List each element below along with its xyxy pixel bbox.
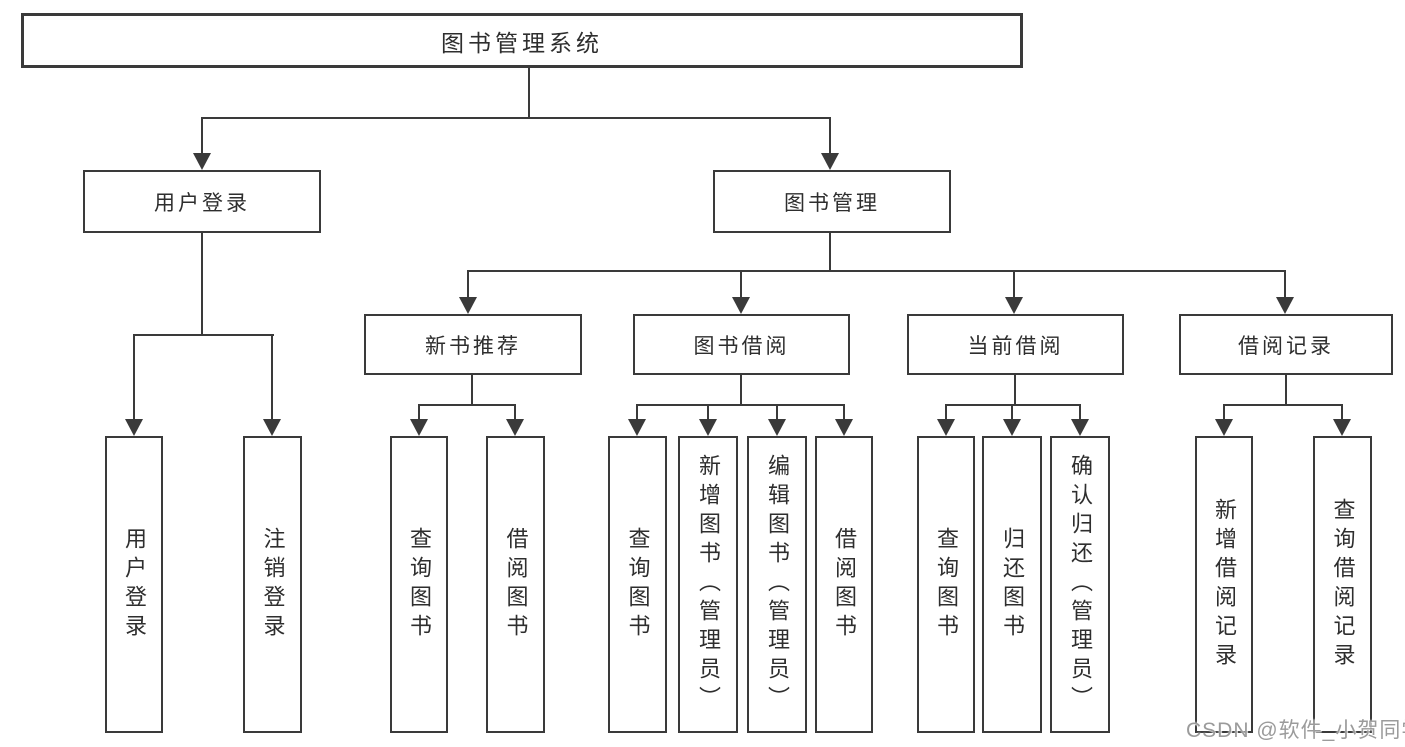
node-book-borrowing: 图书借阅	[633, 314, 850, 375]
leaf-add-books-admin: 新增图书（管理员）	[678, 436, 738, 733]
connector-line	[843, 404, 845, 420]
connector-line	[1223, 404, 1225, 420]
leaf-edit-books-admin: 编辑图书（管理员）	[747, 436, 807, 733]
connector-line	[1079, 404, 1081, 420]
arrow-down-icon	[1276, 297, 1294, 314]
connector-line	[1013, 270, 1015, 299]
leaf-return-books: 归还图书	[982, 436, 1042, 733]
leaf-user-login: 用户登录	[105, 436, 163, 733]
connector-line	[1011, 404, 1013, 420]
leaf-logout: 注销登录	[243, 436, 302, 733]
node-user-login: 用户登录	[83, 170, 321, 233]
node-book-management: 图书管理	[713, 170, 951, 233]
connector-line	[1284, 270, 1286, 299]
connector-line	[1014, 375, 1016, 405]
arrow-down-icon	[732, 297, 750, 314]
arrow-down-icon	[699, 419, 717, 436]
leaf-query-books-current: 查询图书	[917, 436, 975, 733]
connector-line	[1341, 404, 1343, 420]
leaf-borrow-books: 借阅图书	[815, 436, 873, 733]
node-new-book-recommend: 新书推荐	[364, 314, 582, 375]
connector-line	[271, 334, 273, 422]
arrow-down-icon	[768, 419, 786, 436]
connector-line	[945, 404, 947, 420]
connector-line	[740, 270, 742, 299]
leaf-add-borrow-record: 新增借阅记录	[1195, 436, 1253, 733]
connector-line	[1285, 375, 1287, 405]
connector-line	[707, 404, 709, 420]
arrow-down-icon	[1215, 419, 1233, 436]
arrow-down-icon	[506, 419, 524, 436]
connector-line	[133, 334, 274, 336]
connector-line	[471, 375, 473, 405]
arrow-down-icon	[1003, 419, 1021, 436]
arrow-down-icon	[835, 419, 853, 436]
arrow-down-icon	[125, 419, 143, 436]
connector-line	[201, 117, 203, 156]
node-borrow-records: 借阅记录	[1179, 314, 1393, 375]
leaf-query-books-recommend: 查询图书	[390, 436, 448, 733]
connector-line	[829, 117, 831, 156]
connector-line	[776, 404, 778, 420]
leaf-query-borrow-record: 查询借阅记录	[1313, 436, 1372, 733]
connector-line	[418, 404, 516, 406]
csdn-watermark: CSDN @软件_小贺同学	[1186, 719, 1405, 742]
arrow-down-icon	[1333, 419, 1351, 436]
connector-line	[467, 270, 469, 299]
connector-line	[1223, 404, 1343, 406]
connector-line	[740, 375, 742, 405]
arrow-down-icon	[193, 153, 211, 170]
node-library-management-system: 图书管理系统	[21, 13, 1023, 68]
connector-line	[829, 233, 831, 272]
node-current-borrowing: 当前借阅	[907, 314, 1124, 375]
arrow-down-icon	[1005, 297, 1023, 314]
connector-line	[201, 117, 831, 119]
arrow-down-icon	[1071, 419, 1089, 436]
connector-line	[133, 334, 135, 422]
leaf-borrow-books-recommend: 借阅图书	[486, 436, 545, 733]
arrow-down-icon	[821, 153, 839, 170]
arrow-down-icon	[410, 419, 428, 436]
arrow-down-icon	[937, 419, 955, 436]
arrow-down-icon	[459, 297, 477, 314]
leaf-confirm-return-admin: 确认归还（管理员）	[1050, 436, 1110, 733]
connector-line	[467, 270, 1286, 272]
leaf-query-books-borrowing: 查询图书	[608, 436, 667, 733]
connector-line	[514, 404, 516, 420]
connector-line	[201, 233, 203, 336]
arrow-down-icon	[263, 419, 281, 436]
arrow-down-icon	[628, 419, 646, 436]
connector-line	[528, 68, 530, 118]
connector-line	[636, 404, 844, 406]
connector-line	[418, 404, 420, 420]
connector-line	[636, 404, 638, 420]
